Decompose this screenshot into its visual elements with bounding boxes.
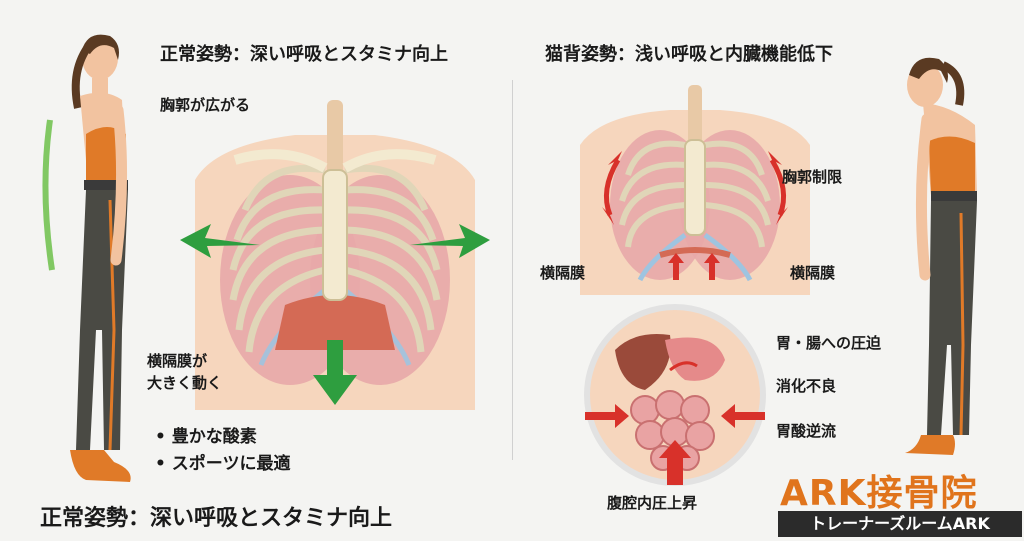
panel-divider <box>512 80 513 460</box>
label-intra-abdominal-pressure: 腹腔内圧上昇 <box>607 494 698 512</box>
benefit-item: スポーツに最適 <box>155 451 291 478</box>
brand-subtitle: トレーナーズルームARK <box>778 511 1022 537</box>
upright-ribcage-diagram <box>180 100 490 410</box>
label-diaphragm-right: 横隔膜 <box>790 264 836 282</box>
brand-name: ARK接骨院 <box>780 473 978 514</box>
woman-slouched-figure <box>905 57 977 455</box>
label-diaphragm-moves-line1: 横隔膜が <box>147 352 208 370</box>
label-ribcage-expands: 胸郭が広がる <box>160 96 251 114</box>
right-title: 猫背姿勢：浅い呼吸と内臓機能低下 <box>545 44 833 65</box>
woman-upright-figure <box>42 34 131 482</box>
label-diaphragm-left: 横隔膜 <box>540 264 586 282</box>
benefit-list: 豊かな酸素 スポーツに最適 <box>155 424 291 478</box>
label-acid-reflux: 胃酸逆流 <box>776 422 837 440</box>
label-diaphragm-moves-line2: 大きく動く <box>147 374 223 392</box>
label-ribcage-restricted: 胸郭制限 <box>782 168 843 186</box>
label-stomach-compression: 胃・腸への圧迫 <box>776 334 882 352</box>
footer-title: 正常姿勢：深い呼吸とスタミナ向上 <box>40 506 393 531</box>
benefit-item: 豊かな酸素 <box>155 424 290 451</box>
slouched-ribcage-diagram <box>580 85 810 295</box>
abdomen-compression-diagram <box>584 304 766 486</box>
left-title: 正常姿勢：深い呼吸とスタミナ向上 <box>160 44 448 65</box>
label-indigestion: 消化不良 <box>776 377 837 395</box>
